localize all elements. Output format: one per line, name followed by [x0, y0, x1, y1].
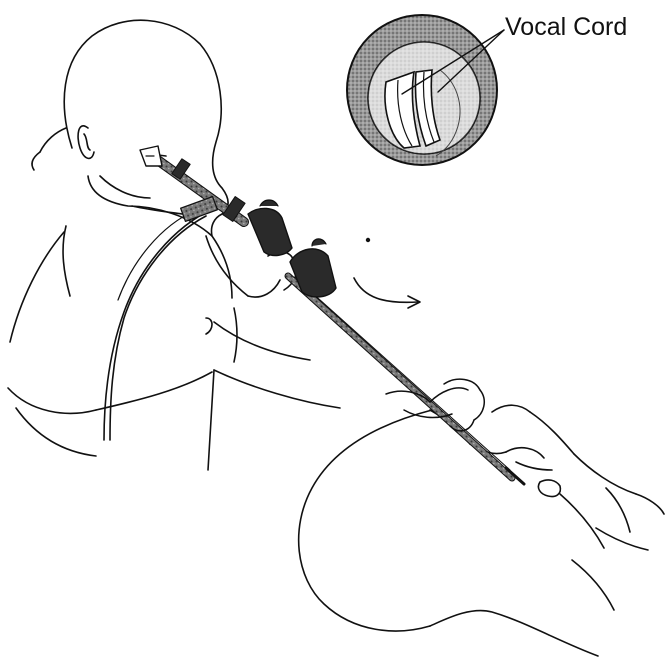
direction-arrow-icon [354, 278, 420, 308]
vocal-cord-view-icon [347, 15, 497, 165]
vocal-cord-label: Vocal Cord [505, 12, 627, 42]
patient-figure-icon [299, 405, 664, 656]
marker-dot [366, 238, 370, 242]
bronchoscope-icon [104, 146, 524, 484]
